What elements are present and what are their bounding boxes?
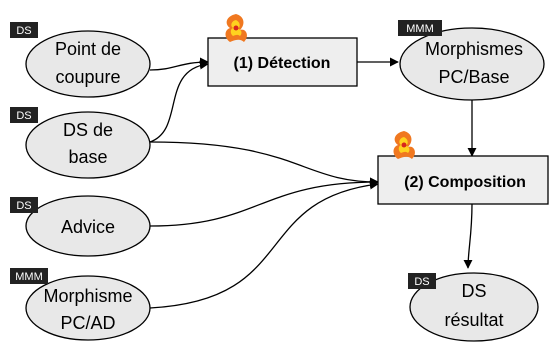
node-label-line1: Morphismes — [425, 39, 523, 59]
badge-ds — [408, 273, 436, 289]
badge-label: MMM — [406, 23, 434, 35]
badge-mmm — [10, 268, 48, 284]
edge-advice-to-composition — [149, 177, 379, 227]
node-morphismes-pc-base: MMM Morphismes PC/Base — [398, 20, 545, 101]
process-detection: (1) Détection — [207, 14, 358, 87]
spiral-flame-icon — [393, 131, 415, 159]
badge-mmm — [398, 20, 442, 36]
edge-dsbase-to-detection — [149, 60, 209, 143]
node-advice: DS Advice — [10, 195, 151, 257]
process-composition: (2) Composition — [377, 131, 549, 205]
badge-label: DS — [16, 25, 31, 37]
node-label-line1: DS — [461, 281, 486, 301]
node-label-line2: PC/AD — [60, 313, 115, 333]
spiral-flame-icon — [225, 14, 247, 42]
badge-label: MMM — [15, 271, 43, 283]
edge-dsbase-to-composition — [149, 141, 379, 187]
node-label: Advice — [61, 217, 115, 237]
node-label-line1: Morphisme — [43, 286, 132, 306]
badge-label: DS — [16, 110, 31, 122]
node-label-line2: base — [68, 147, 107, 167]
node-ds-de-base: DS DS de base — [10, 107, 151, 179]
node-morphisme-pc-ad: MMM Morphisme PC/AD — [10, 268, 151, 341]
node-ds-resultat: DS DS résultat — [408, 272, 539, 342]
node-label-line1: Point de — [55, 39, 121, 59]
badge-ds — [10, 197, 38, 213]
badge-label: DS — [414, 276, 429, 288]
badge-ds — [10, 22, 38, 38]
badge-label: DS — [16, 200, 31, 212]
node-point-de-coupure: DS Point de coupure — [10, 22, 151, 98]
edge-morphismepcad-to-composition — [149, 180, 379, 309]
node-label-line1: DS de — [63, 120, 113, 140]
node-label-line2: PC/Base — [438, 67, 509, 87]
process-label: (2) Composition — [404, 174, 526, 191]
badge-ds — [10, 107, 38, 123]
edge-composition-to-resultat — [463, 203, 473, 269]
node-label-line2: coupure — [55, 67, 120, 87]
node-label-line2: résultat — [444, 310, 503, 330]
edges — [149, 57, 477, 309]
process-label: (1) Détection — [234, 55, 331, 72]
